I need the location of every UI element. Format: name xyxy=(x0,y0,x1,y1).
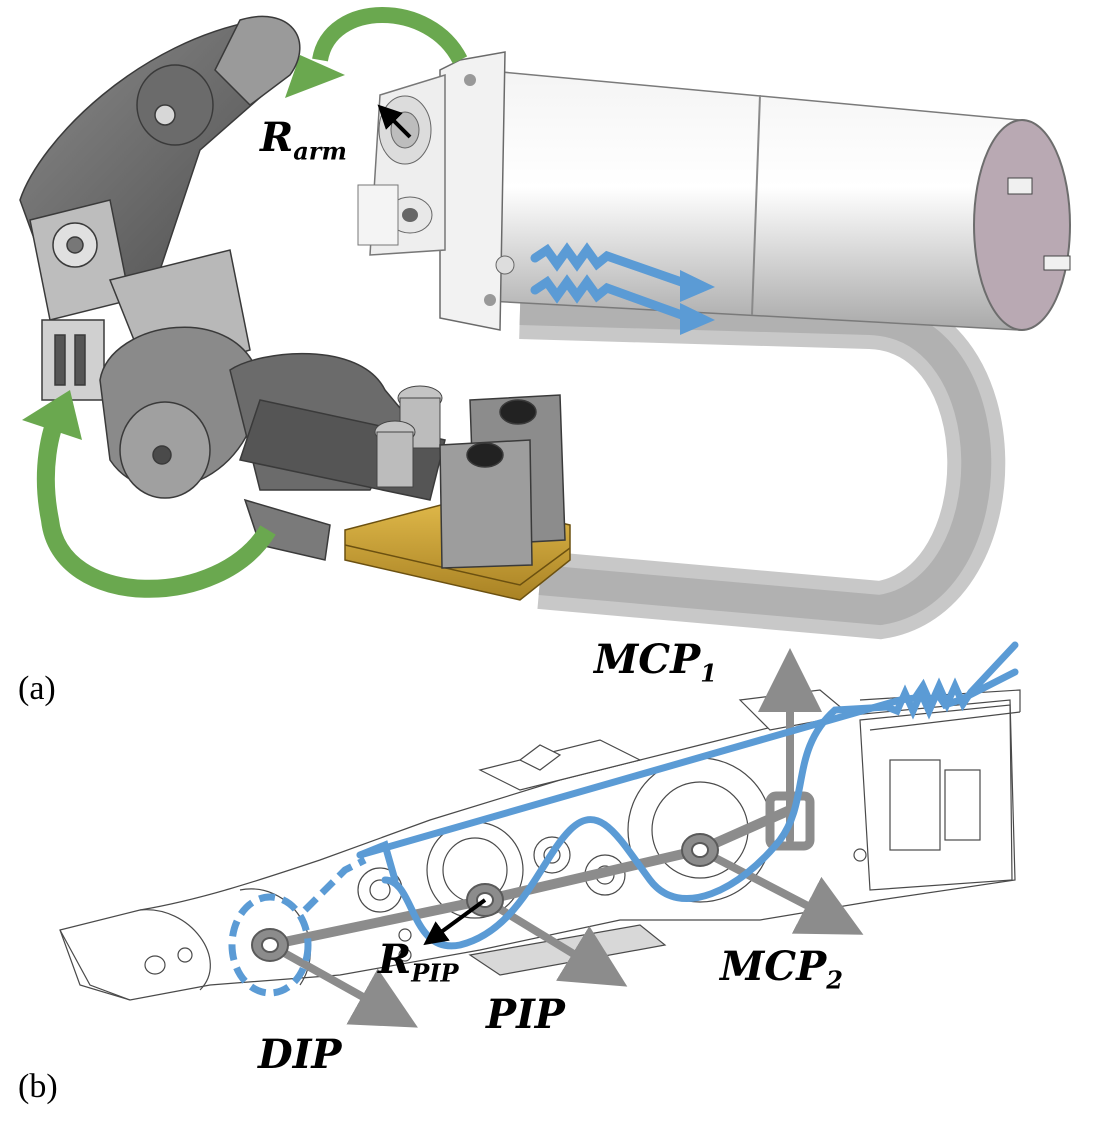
r-pip-label-base: R xyxy=(378,936,412,983)
r-pip-label-sub: PIP xyxy=(411,958,459,988)
mcp1-label: MCP1 xyxy=(594,640,717,685)
mcp1-label-sub: 1 xyxy=(700,658,717,688)
r-arm-label-base: R xyxy=(260,114,294,161)
motor-spool xyxy=(357,73,446,256)
mcp1-label-base: MCP xyxy=(594,636,701,683)
r-arm-label: Rarm xyxy=(260,118,347,163)
spring-screws xyxy=(374,385,443,488)
r-arm-arrow xyxy=(377,104,412,139)
finger-tendons xyxy=(356,641,1019,950)
motor-tendons xyxy=(530,242,715,335)
dip-label: DIP xyxy=(258,1031,342,1078)
pip-label: PIP xyxy=(486,991,565,1038)
rotation-arrow-top xyxy=(285,7,468,98)
tendon-housings xyxy=(439,394,566,569)
bowden-tube xyxy=(519,281,1006,640)
mcp2-label: MCP2 xyxy=(720,947,843,992)
panel-b-illustration xyxy=(59,641,1021,1028)
panel-label-a: (a) xyxy=(18,670,56,707)
panel-a-illustration xyxy=(19,7,1071,640)
rotation-arrow-left xyxy=(22,390,276,598)
mcp2-label-base: MCP xyxy=(720,943,827,990)
panel-label-b: (b) xyxy=(18,1068,58,1105)
dip-tendon-loop xyxy=(228,856,367,997)
finger-outline xyxy=(59,689,1021,1001)
mcp2-label-sub: 2 xyxy=(826,965,843,995)
motor xyxy=(469,69,1071,331)
r-arm-label-sub: arm xyxy=(293,136,347,166)
r-pip-arrow xyxy=(423,898,487,946)
motor-flange xyxy=(439,51,515,331)
r-pip-label: RPIP xyxy=(378,940,459,985)
finger-exoskeleton xyxy=(19,15,446,561)
